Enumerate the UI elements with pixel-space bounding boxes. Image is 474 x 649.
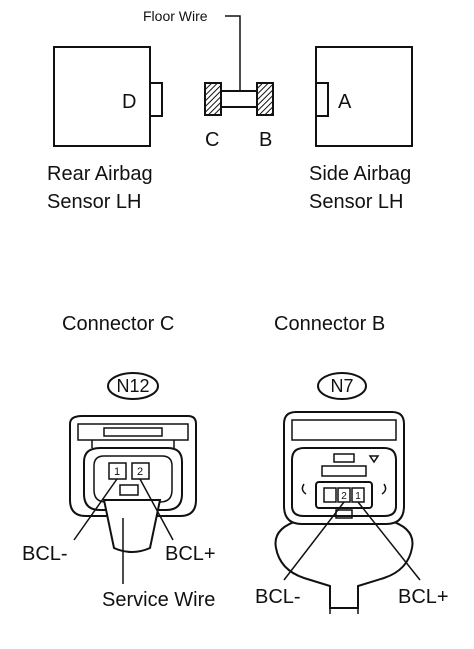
connector-d-label: D [122,91,136,113]
connector-b-code-badge: N7 [317,372,367,400]
connector-a-label: A [338,91,352,113]
side-sensor-connector-a [315,82,329,117]
rear-sensor-body [53,46,151,147]
connector-b-drawing [274,411,414,614]
connector-b-bcl-plus-label: BCL+ [398,586,449,608]
connector-b-title: Connector B [274,313,385,335]
connector-b-bcl-plus-leader [357,501,421,581]
connector-c-pin-1: 1 [114,466,120,478]
connector-b-pin-1: 1 [355,491,361,502]
rear-sensor-name-line2: Sensor LH [47,191,142,213]
connector-c-bcl-minus-leader [73,478,118,541]
floor-wire-end-b-label: B [259,129,272,151]
connector-c-bcl-minus-label: BCL- [22,543,68,565]
connector-b-pin-2: 2 [341,491,347,502]
floor-wire-leader [225,15,241,90]
floor-wire-label: Floor Wire [143,8,208,24]
floor-wire [204,82,274,116]
connector-c-bcl-plus-leader [139,478,174,541]
connector-c-title: Connector C [62,313,174,335]
connector-c-code-badge: N12 [107,372,159,400]
floor-wire-cable [220,90,258,108]
floor-wire-end-c-label: C [205,129,219,151]
side-airbag-sensor: A [315,46,413,147]
service-wire-label: Service Wire [102,589,215,611]
rear-sensor-connector-d [149,82,163,117]
connector-c-code: N12 [116,376,149,396]
connector-b-code: N7 [330,376,353,396]
side-sensor-name-line2: Sensor LH [309,191,404,213]
connector-b-bcl-minus-leader [283,501,345,581]
side-sensor-name-line1: Side Airbag [309,163,411,185]
connector-b-bcl-minus-label: BCL- [255,586,301,608]
rear-airbag-sensor: D [53,46,163,147]
floor-wire-plug-b [256,82,274,116]
connector-c-drawing [69,415,197,553]
connector-c-pin-2: 2 [137,466,143,478]
floor-wire-plug-c [204,82,222,116]
rear-sensor-name-line1: Rear Airbag [47,163,153,185]
side-sensor-body [315,46,413,147]
connector-c-bcl-plus-label: BCL+ [165,543,216,565]
